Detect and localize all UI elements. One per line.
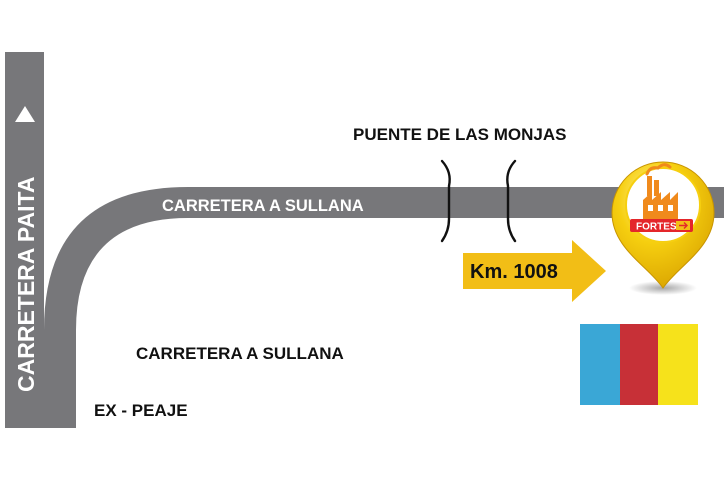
road-label-vertical-group: CARRETERA PAITA bbox=[13, 176, 39, 392]
north-arrow-icon bbox=[15, 106, 35, 122]
stripe-yellow bbox=[658, 324, 698, 405]
km-arrow-icon bbox=[463, 240, 606, 302]
brand-name: FORTES bbox=[636, 222, 677, 233]
toll-label: EX - PEAJE bbox=[94, 401, 188, 420]
road-label-sullana-upper: CARRETERA A SULLANA bbox=[162, 197, 364, 215]
pin-inner-ring bbox=[625, 167, 701, 243]
km-marker-label: Km. 1008 bbox=[470, 261, 558, 283]
bridge-marker-left-icon bbox=[440, 159, 451, 243]
brand-tag-arrow-icon bbox=[679, 222, 688, 229]
bridge-marker-right-icon bbox=[506, 159, 517, 243]
road-carretera-sullana bbox=[5, 52, 44, 428]
stripe-blue bbox=[580, 324, 620, 405]
bridge-label: PUENTE DE LAS MONJAS bbox=[353, 125, 566, 144]
road-label-paita: CARRETERA PAITA bbox=[13, 176, 39, 392]
stripe-red bbox=[620, 324, 658, 405]
factory-icon bbox=[643, 163, 678, 219]
road-label-sullana-lower: CARRETERA A SULLANA bbox=[136, 344, 344, 363]
